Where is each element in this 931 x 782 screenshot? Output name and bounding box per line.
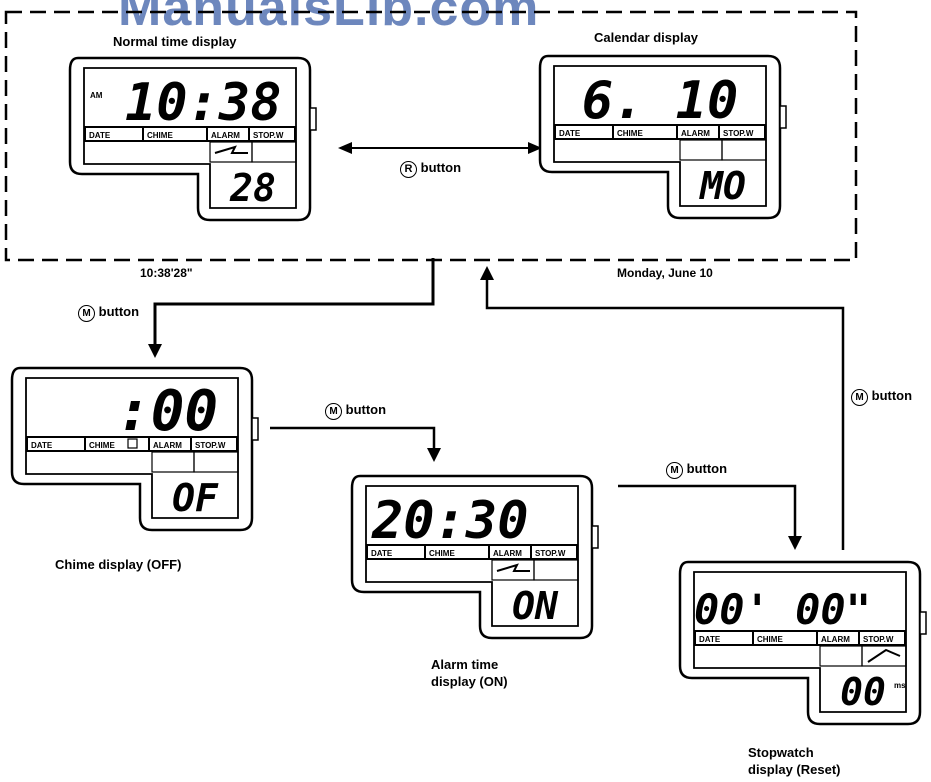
m-circle-icon: M bbox=[851, 389, 868, 406]
m-button-label-4: M button bbox=[851, 388, 912, 406]
m-button-label-1: M button bbox=[78, 304, 139, 322]
time-caption: 10:38'28" bbox=[140, 266, 193, 280]
calendar-display-title: Calendar display bbox=[594, 30, 699, 45]
chime-caption: Chime display (OFF) bbox=[55, 557, 182, 572]
dashed-frame bbox=[4, 10, 858, 262]
m-button-label-3: M button bbox=[666, 461, 727, 479]
m-circle-icon: M bbox=[325, 403, 342, 420]
m-arrow-4-head bbox=[480, 266, 494, 280]
r-button-label: R button bbox=[400, 160, 461, 178]
m-button-label-2: M button bbox=[325, 402, 386, 420]
stopwatch-caption-line2: display (Reset) bbox=[748, 762, 841, 777]
m-arrow-3 bbox=[618, 484, 797, 540]
m-button-word: button bbox=[98, 304, 140, 319]
m-arrow-3-head bbox=[788, 536, 802, 550]
normal-display-title: Normal time display bbox=[113, 34, 237, 49]
m-button-word: button bbox=[345, 402, 387, 417]
alarm-caption-line2: display (ON) bbox=[431, 674, 508, 689]
m-circle-icon: M bbox=[666, 462, 683, 479]
m-circle-icon: M bbox=[78, 305, 95, 322]
m-arrow-4 bbox=[485, 278, 845, 550]
m-arrow-2-head bbox=[427, 448, 441, 462]
r-circle-icon: R bbox=[400, 161, 417, 178]
m-arrow-2 bbox=[270, 426, 436, 452]
m-arrow-1-head bbox=[148, 344, 162, 358]
m-arrow-1 bbox=[153, 258, 435, 348]
date-caption: Monday, June 10 bbox=[617, 266, 713, 280]
r-arrow-left-head bbox=[338, 142, 352, 154]
stopwatch-caption-line1: Stopwatch bbox=[748, 745, 814, 760]
alarm-caption-line1: Alarm time bbox=[431, 657, 499, 672]
watermark: ManualsLib.com bbox=[118, 0, 540, 37]
r-button-word: button bbox=[420, 160, 462, 175]
m-button-word: button bbox=[686, 461, 728, 476]
m-button-word: button bbox=[871, 388, 913, 403]
r-arrow-right-head bbox=[528, 142, 542, 154]
